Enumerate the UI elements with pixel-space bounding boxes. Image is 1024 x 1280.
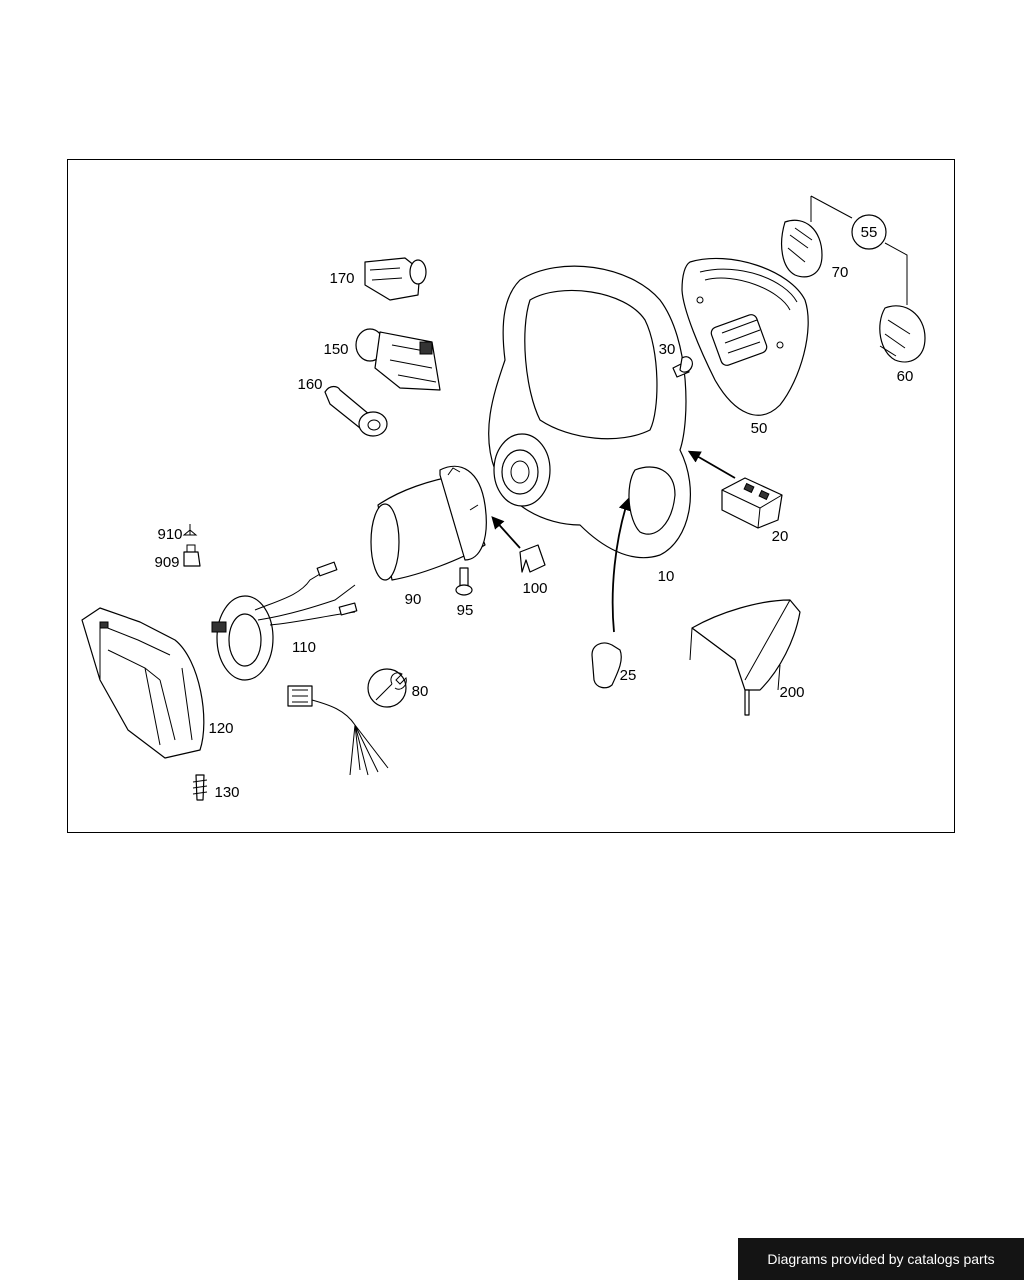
callout-25: 25 — [620, 667, 637, 684]
callout-170: 170 — [329, 270, 354, 287]
clock-spring-part-110[interactable] — [211, 561, 358, 681]
callout-150: 150 — [323, 341, 348, 358]
wrench-icon — [367, 668, 407, 708]
fastener-part-910[interactable] — [182, 524, 198, 536]
switch-part-70[interactable] — [781, 219, 823, 278]
callout-10: 10 — [658, 568, 675, 585]
assembly-arrow-100 — [491, 516, 521, 549]
callout-20: 20 — [772, 528, 789, 545]
airbag-module-part[interactable] — [681, 257, 809, 416]
callout-50: 50 — [751, 420, 768, 437]
key-part-25[interactable] — [591, 642, 622, 689]
lock-assembly-part-150[interactable] — [355, 328, 441, 391]
wiring-harness-part-80[interactable] — [287, 685, 389, 776]
callout-95: 95 — [457, 602, 474, 619]
cover-part-200[interactable] — [689, 599, 801, 716]
callout-110: 110 — [292, 639, 316, 656]
callout-60: 60 — [897, 368, 914, 385]
callout-200: 200 — [779, 684, 804, 701]
part-group-55 — [810, 195, 908, 305]
callout-909: 909 — [154, 554, 179, 571]
clip-part-100[interactable] — [519, 544, 546, 573]
screw-part-130[interactable] — [192, 774, 208, 801]
assembly-arrow-20 — [687, 450, 736, 479]
footer-credit-badge: Diagrams provided by catalogs parts — [738, 1238, 1024, 1280]
callout-160: 160 — [297, 376, 322, 393]
callout-120: 120 — [208, 720, 233, 737]
switch-part-60[interactable] — [879, 305, 926, 363]
lock-cylinder-part-160[interactable] — [324, 385, 388, 437]
fastener-part-909[interactable] — [183, 544, 201, 567]
switch-block-part-20[interactable] — [721, 477, 783, 529]
diagram-frame — [67, 159, 955, 833]
callout-130: 130 — [214, 784, 239, 801]
callout-55: 55 — [861, 224, 878, 241]
connector-part-170[interactable] — [364, 257, 427, 301]
callout-30: 30 — [659, 341, 676, 358]
bolt-part-95[interactable] — [455, 567, 473, 596]
callout-70: 70 — [832, 264, 849, 281]
callout-910: 910 — [157, 526, 182, 543]
housing-part-90[interactable] — [370, 465, 487, 581]
steering-wheel-part[interactable] — [488, 265, 691, 559]
callout-80: 80 — [412, 683, 429, 700]
column-housing-part-120[interactable] — [81, 607, 205, 759]
callout-90: 90 — [405, 591, 422, 608]
screw-part-30[interactable] — [672, 356, 693, 378]
callout-100: 100 — [522, 580, 547, 597]
assembly-arrow-25 — [611, 497, 631, 633]
